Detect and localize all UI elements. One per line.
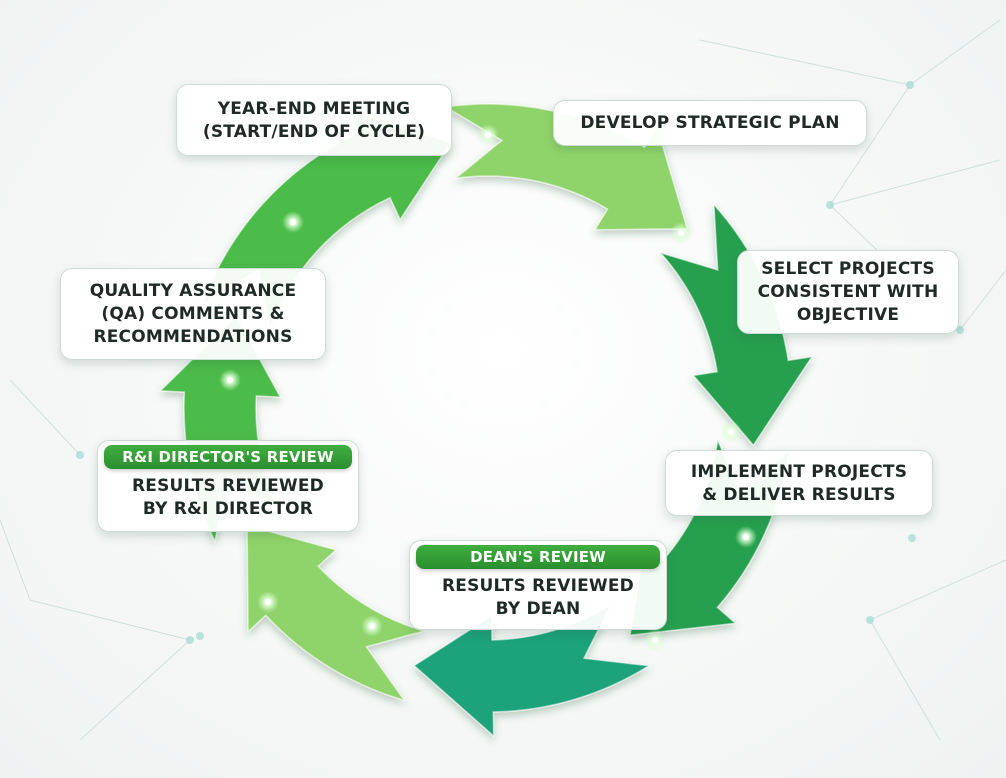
network-line [959, 269, 1006, 331]
sparkle-dot [290, 219, 296, 225]
cycle-arrow-segment [246, 524, 427, 702]
network-line [0, 519, 31, 601]
sparkle-dot [652, 637, 658, 643]
dean-review-tag: DEAN'S REVIEW [416, 545, 660, 569]
director-review-tag: R&I DIRECTOR'S REVIEW [104, 445, 352, 469]
network-line [829, 159, 1001, 206]
step-implement-projects: IMPLEMENT PROJECTS & DELIVER RESULTS [665, 450, 933, 516]
network-line [869, 559, 1006, 621]
step-dean-text: RESULTS REVIEWED BY DEAN [441, 576, 634, 619]
sparkle-dot [369, 623, 375, 629]
network-line [869, 619, 941, 741]
step-implement-text: IMPLEMENT PROJECTS & DELIVER RESULTS [690, 462, 908, 505]
network-node [906, 81, 914, 89]
step-dean-review: DEAN'S REVIEW RESULTS REVIEWED BY DEAN [409, 540, 667, 630]
network-node [956, 326, 964, 334]
step-select-text: SELECT PROJECTS CONSISTENT WITH OBJECTIV… [757, 259, 939, 325]
network-node [186, 636, 194, 644]
network-line [79, 639, 191, 741]
network-node [196, 632, 204, 640]
step-strategic-text: DEVELOP STRATEGIC PLAN [580, 113, 840, 133]
network-node [866, 616, 874, 624]
sparkle-dot [227, 377, 233, 383]
network-line [829, 84, 911, 206]
step-director-text: RESULTS REVIEWED BY R&I DIRECTOR [131, 476, 324, 519]
network-line [9, 379, 81, 456]
step-select-projects: SELECT PROJECTS CONSISTENT WITH OBJECTIV… [737, 250, 959, 334]
network-node [826, 201, 834, 209]
sparkle-dot [265, 599, 271, 605]
network-line [699, 39, 911, 86]
step-quality-assurance: QUALITY ASSURANCE (QA) COMMENTS & RECOMM… [60, 268, 326, 360]
sparkle-dot [743, 534, 749, 540]
sparkle-dot [728, 429, 734, 435]
network-node [908, 534, 916, 542]
network-node [76, 451, 84, 459]
step-director-review: R&I DIRECTOR'S REVIEW RESULTS REVIEWED B… [97, 440, 359, 532]
step-develop-strategic-plan: DEVELOP STRATEGIC PLAN [553, 100, 867, 146]
step-year-end-meeting: YEAR-END MEETING (START/END OF CYCLE) [176, 84, 452, 156]
network-line [909, 19, 1001, 86]
sparkle-dot [485, 132, 491, 138]
sparkle-dot [678, 230, 684, 236]
step-year-end-text: YEAR-END MEETING (START/END OF CYCLE) [202, 99, 426, 142]
step-qa-text: QUALITY ASSURANCE (QA) COMMENTS & RECOMM… [89, 281, 297, 347]
network-line [29, 599, 191, 641]
